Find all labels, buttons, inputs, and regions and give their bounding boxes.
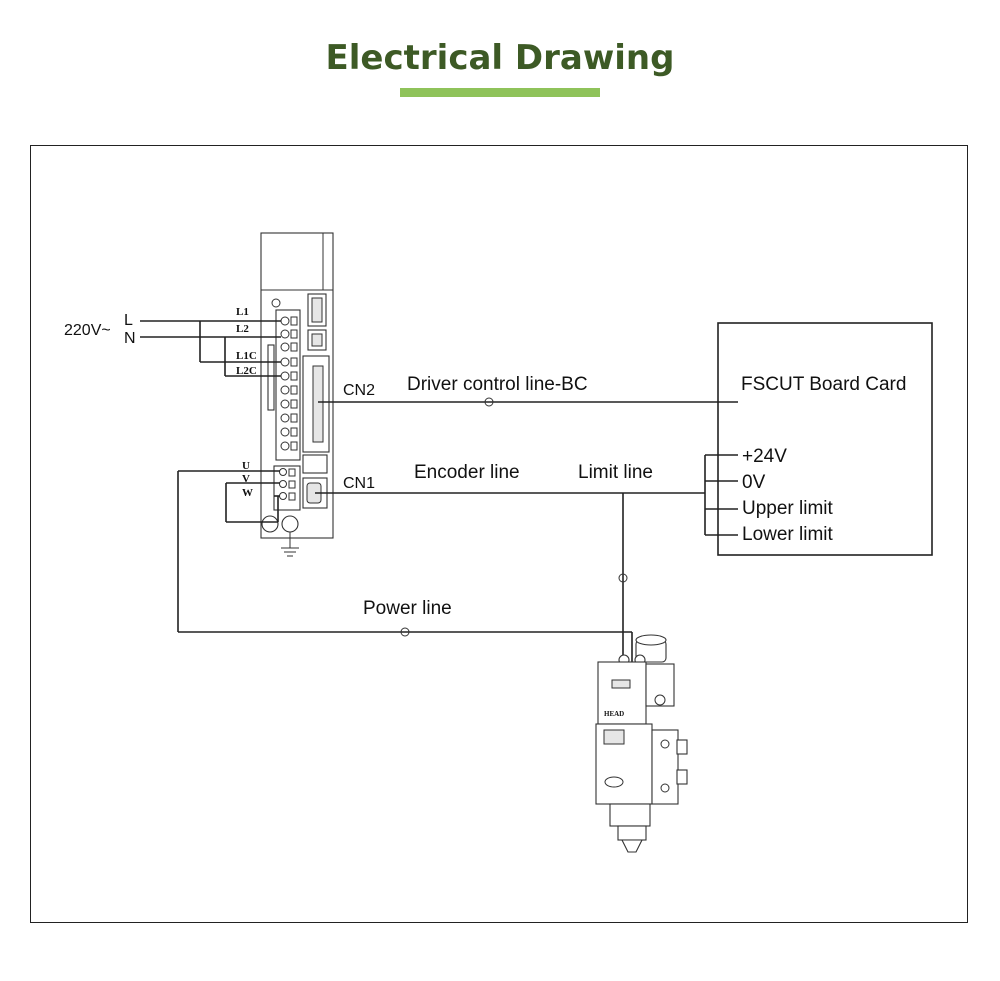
signal-lower-limit: Lower limit [742, 524, 834, 545]
page-title: Electrical Drawing [325, 38, 675, 78]
board-title: FSCUT Board Card [741, 374, 906, 395]
terminal-label-w: W [242, 487, 253, 499]
title-underline [400, 88, 600, 97]
mains-wiring [140, 320, 281, 377]
terminal-label-l1c: L1C [236, 350, 257, 362]
diagram-frame [30, 145, 968, 923]
terminal-label-l2: L2 [236, 323, 249, 335]
fscut-board-card [717, 322, 933, 556]
encoder-line-label: Encoder line [414, 462, 520, 483]
cn1-label: CN1 [343, 475, 375, 492]
terminal-block [275, 309, 301, 461]
svg-text:HEAD: HEAD [604, 710, 624, 718]
signal-24v: +24V [742, 446, 787, 467]
terminal-label-l1: L1 [236, 306, 249, 318]
limit-line-label: Limit line [578, 462, 653, 483]
line-n-label: N [124, 330, 136, 347]
servo-driver [260, 232, 334, 557]
power-line-label: Power line [363, 598, 452, 619]
line-l-label: L [124, 312, 133, 329]
cn2-label: CN2 [343, 382, 375, 399]
board-signal-bus [704, 454, 738, 536]
terminal-label-v: V [242, 473, 250, 485]
ground-lug [281, 515, 299, 533]
driver-control-line-label: Driver control line-BC [407, 374, 588, 395]
voltage-label: 220V~ [64, 322, 111, 339]
signal-upper-limit: Upper limit [742, 498, 834, 519]
terminal-label-l2c: L2C [236, 365, 257, 377]
terminal-label-u: U [242, 460, 250, 472]
power-line [177, 470, 633, 662]
laser-cutting-head: HEAD [595, 634, 688, 853]
signal-0v: 0V [742, 472, 766, 493]
driver-led-icon [271, 298, 281, 308]
